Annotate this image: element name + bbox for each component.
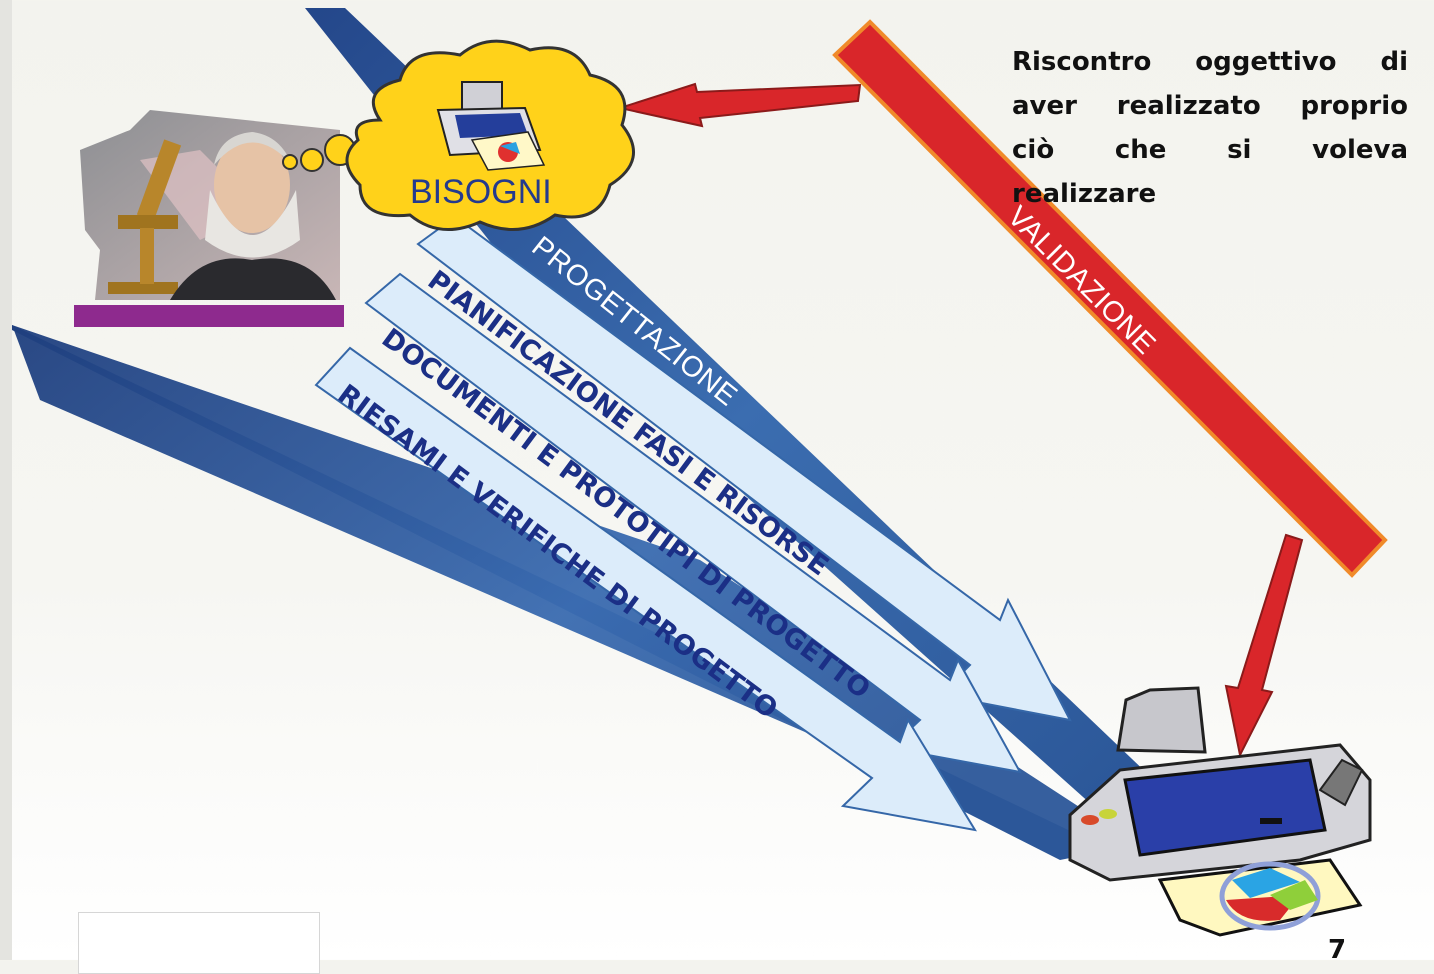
printer-icon [436, 81, 546, 171]
validation-arrow-to-printer [1224, 533, 1304, 759]
page-number: 7 [1328, 935, 1347, 965]
validazione-label: VALIDAZIONE [1001, 200, 1162, 361]
validation-arrow-to-bisogni [616, 82, 862, 128]
arrow-documenti [364, 272, 1022, 774]
note-line: ciò che si voleva [1012, 135, 1408, 165]
scientist-microscope-clipart [74, 110, 344, 327]
caption-bar [74, 305, 344, 327]
printer-icon [1068, 686, 1372, 937]
footer-placeholder-box [78, 912, 320, 974]
left-edge-strip [0, 0, 12, 960]
note-line: aver realizzato proprio [1012, 91, 1408, 121]
arrow-riesami [314, 346, 978, 832]
bisogni-label: BISOGNI [410, 173, 552, 211]
validation-note: Riscontro oggettivo di aver realizzato p… [1012, 40, 1408, 216]
note-line: realizzare [1012, 179, 1157, 209]
arrow-pianificazione [416, 215, 1072, 722]
note-line: Riscontro oggettivo di [1012, 47, 1408, 77]
validazione-band [832, 19, 1388, 578]
